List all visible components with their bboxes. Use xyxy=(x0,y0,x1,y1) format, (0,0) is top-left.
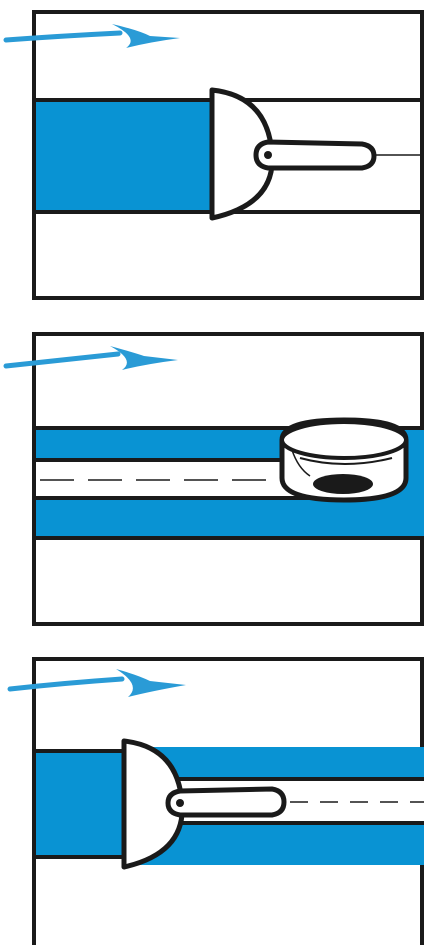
handle-rivet xyxy=(176,799,184,807)
step-2-illustration xyxy=(3,332,424,626)
spatula-handle xyxy=(253,139,377,171)
arrow-right-icon xyxy=(3,24,180,48)
joint-tape-strip xyxy=(36,460,326,498)
step-3-panel xyxy=(0,643,424,945)
filled-compound-area xyxy=(36,102,212,210)
step-2-panel xyxy=(0,318,424,636)
step-1-panel xyxy=(0,0,424,310)
handle-rivet xyxy=(264,151,272,159)
arrow-right-icon xyxy=(3,346,178,370)
tape-roll-icon xyxy=(279,417,409,503)
finished-compound-area xyxy=(36,751,124,857)
step-1-illustration xyxy=(3,10,424,300)
step-3-illustration xyxy=(7,657,424,945)
spatula-handle xyxy=(165,786,287,818)
arrow-right-icon xyxy=(7,669,186,697)
